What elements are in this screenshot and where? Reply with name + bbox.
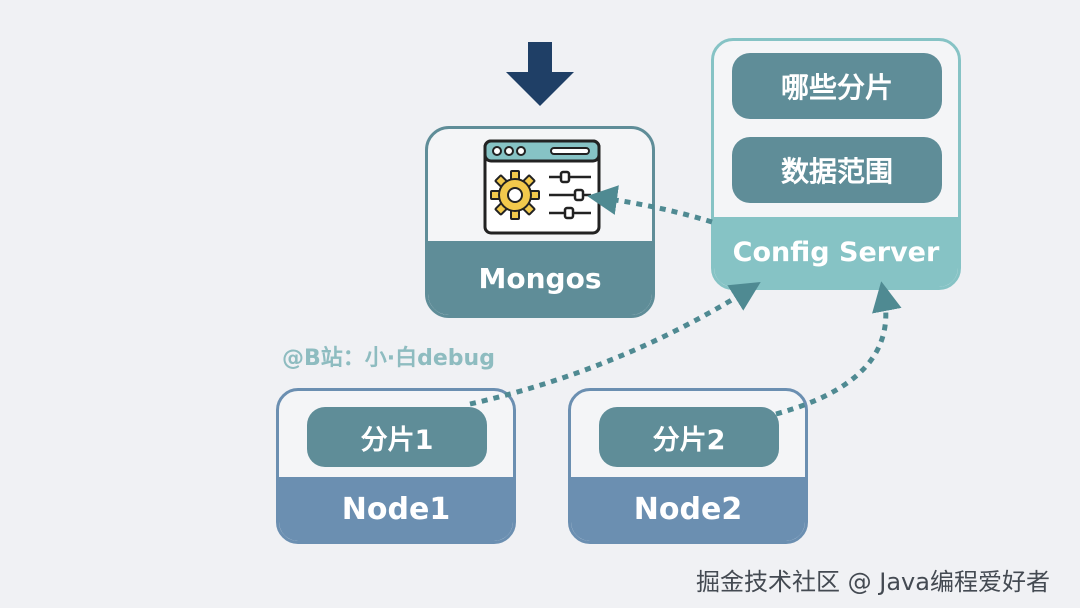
source-watermark: 掘金技术社区 @ Java编程爱好者 [696,568,1050,596]
node-2-label: Node2 [571,477,805,541]
node-2: 分片2 Node2 [568,388,808,544]
mongos-label: Mongos [428,241,652,315]
arrow-node2-to-config [775,281,902,417]
config-item-ranges: 数据范围 [732,137,942,203]
mongos-router: Mongos [425,126,655,318]
config-item-shards: 哪些分片 [732,53,942,119]
shard-2-pill: 分片2 [599,407,779,467]
arrow-config-to-mongos [587,185,713,225]
down-arrow-icon [506,42,574,106]
node-1-label: Node1 [279,477,513,541]
author-watermark: @B站：小·白debug [282,346,495,371]
arrow-node1-to-config [469,282,761,407]
shard-1-pill: 分片1 [307,407,487,467]
settings-window-icon [483,139,601,235]
config-server-label: Config Server [714,217,958,287]
config-server: 哪些分片 数据范围 Config Server [711,38,961,290]
node-1: 分片1 Node1 [276,388,516,544]
